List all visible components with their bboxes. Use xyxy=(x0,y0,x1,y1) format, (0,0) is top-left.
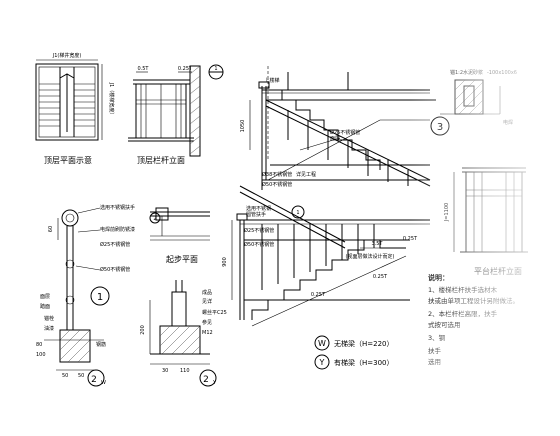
legend: W 无梯梁（H=220） Y 有梯梁（H=300） xyxy=(314,335,394,370)
top-plan-side-label: J1（楼梯宽度） xyxy=(108,82,115,118)
notes-1b: 扶或由单项工程设计另附做法。 xyxy=(428,296,519,305)
dim-50b: 50 xyxy=(78,373,84,379)
rail-e: 面层 xyxy=(40,294,50,300)
top-plan-title: 顶层平面示意 xyxy=(44,155,92,165)
notes-5: 选用 xyxy=(428,357,441,366)
dim-30: 30 xyxy=(162,368,168,374)
slope-note: 详见工程 xyxy=(296,171,316,178)
top-plan-view: J1(梯井宽度) J1（楼梯宽度） 顶层平面示意 xyxy=(35,52,115,165)
platform-rail-title: 平台栏杆立面 xyxy=(474,266,522,276)
label-d25: Ø25不锈钢管 xyxy=(330,129,360,136)
label-d50: Ø50不锈钢管 xyxy=(262,181,292,188)
detail-3: 锚1:2水泥砂浆 -100x100x6 3 电焊 xyxy=(430,69,517,136)
label-d25b: 面层 xyxy=(330,136,340,142)
dim-80: 80 xyxy=(36,342,42,348)
rail-a: 选用不锈钢扶手 xyxy=(100,204,135,211)
notes-2b: 式按可选用 xyxy=(428,320,461,329)
dim-35t: 3.5T xyxy=(371,241,383,247)
dim-100: 100 xyxy=(36,352,46,358)
side-label-b: Ø50不锈钢管 xyxy=(244,241,274,248)
detail2y-number: 2 xyxy=(203,375,209,385)
det2y-d: 参见 xyxy=(202,319,212,326)
top-rail-05t: 0.5T xyxy=(137,66,149,72)
notes-title: 说明： xyxy=(428,273,449,282)
detail3-number: 3 xyxy=(437,122,443,133)
detail2y-sub: Y xyxy=(212,380,217,386)
platform-rail-elevation: J=1100 平台栏杆立面 xyxy=(444,167,528,276)
notes-1a: 1、楼梯栏杆扶手选材木 xyxy=(428,285,498,294)
dim-50: 50 xyxy=(62,373,68,379)
legend-y-letter: Y xyxy=(319,358,325,367)
rail-b: 电焊前刷防锈漆 xyxy=(100,226,135,233)
rail-f: 踏面 xyxy=(40,303,50,310)
top-rail-elevation: 0.5T 0.25T 1 顶层栏杆立面 xyxy=(128,64,224,165)
top-rail-025t: 0.25T xyxy=(178,66,193,72)
det2y-e: M12 xyxy=(202,330,213,336)
rail-c: Ø25不锈钢管 xyxy=(100,241,130,248)
top-label: 上楼梯 xyxy=(264,77,279,84)
notes-3: 3、钢 xyxy=(428,334,446,342)
det2w-b: 锚栓 xyxy=(44,315,54,322)
handrail-label-2: 圆管扶手 xyxy=(246,211,266,218)
notes-block: 说明： 1、楼梯栏杆扶手选材木 扶或由单项工程设计另附做法。 2、本栏杆栏高限，… xyxy=(428,273,519,366)
dim-1050: 1050 xyxy=(240,120,246,133)
side-label: Ø25不锈钢管 xyxy=(244,227,274,234)
detail3-right: -100x100x6 xyxy=(487,70,517,76)
notes-4: 扶手 xyxy=(428,346,442,355)
rail-d: Ø50不锈钢管 xyxy=(100,266,130,273)
dim-025t-b: 0.25T xyxy=(311,292,326,298)
dim-j1100: J=1100 xyxy=(444,203,450,222)
detail2w-number: 2 xyxy=(91,375,97,385)
top-rail-callout: 1 xyxy=(214,66,217,72)
legend-y: 有梯梁（H=300） xyxy=(334,358,394,367)
start-plan-title: 起步平面 xyxy=(166,255,198,264)
legend-w-letter: W xyxy=(318,339,326,348)
detail1-number: 1 xyxy=(97,292,103,303)
detail3-top: 锚1:2水泥砂浆 xyxy=(450,69,483,76)
see-finish-note: (视面层做法设计而定) xyxy=(346,253,395,260)
top-plan-tag: J1(梯井宽度) xyxy=(52,52,82,59)
start-plan-callout: 2 xyxy=(153,216,156,222)
start-plan: 2 起步平面 xyxy=(149,207,210,264)
dim-200: 200 xyxy=(140,325,146,335)
det2w-a: 油漆 xyxy=(44,325,54,332)
rail-j: 钢筋 xyxy=(96,341,106,348)
notes-2a: 2、本栏杆栏高限，扶手 xyxy=(428,309,498,318)
dim-900: 900 xyxy=(222,257,228,267)
detail-1-baluster: 60 选用不锈钢扶手 电焊前刷防锈漆 Ø25不锈钢管 Ø50不锈钢管 面层 踏面… xyxy=(36,204,135,387)
detail-2y: 200 成品 见详 螺丝平C25 参见 M12 30 110 2 Y xyxy=(140,280,227,387)
label-d38: Ø38不锈钢管 xyxy=(262,171,292,178)
dim-60a: 60 xyxy=(48,226,54,232)
det2y-c: 螺丝平C25 xyxy=(202,309,227,316)
dim-110: 110 xyxy=(180,368,190,374)
dim-025t-c: 0.25T xyxy=(373,274,388,280)
det2y-a: 成品 xyxy=(202,289,212,296)
dim-025t-d: 0.25T xyxy=(403,236,418,242)
legend-w: 无梯梁（H=220） xyxy=(334,339,394,348)
handrail-label-1: 选用不锈钢 xyxy=(246,205,271,212)
main-stair-elevation: 上楼梯 1050 Ø25不锈钢管 面层 Ø38不锈钢管 Ø50 xyxy=(222,66,436,327)
top-rail-elevation-title: 顶层栏杆立面 xyxy=(137,155,185,165)
detail3-bottom: 电焊 xyxy=(503,119,513,126)
det2y-b: 见详 xyxy=(202,298,212,305)
detail2w-sub: W xyxy=(101,380,106,386)
stair-callout-1: 1 xyxy=(296,210,299,216)
